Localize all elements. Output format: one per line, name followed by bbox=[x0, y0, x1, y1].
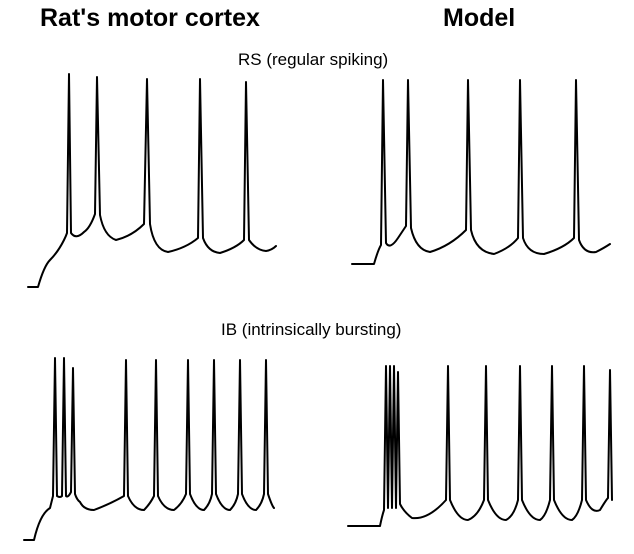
trace-ib-rat bbox=[23, 357, 275, 541]
trace-rs-rat bbox=[27, 73, 277, 288]
trace-rs-model bbox=[351, 79, 611, 265]
column-title-model: Model bbox=[443, 4, 516, 32]
trace-ib-model bbox=[347, 365, 613, 527]
column-title-rat-motor-cortex: Rat's motor cortex bbox=[40, 4, 260, 32]
row-label-rs: RS (regular spiking) bbox=[238, 50, 389, 69]
row-label-ib: IB (intrinsically bursting) bbox=[221, 320, 402, 339]
